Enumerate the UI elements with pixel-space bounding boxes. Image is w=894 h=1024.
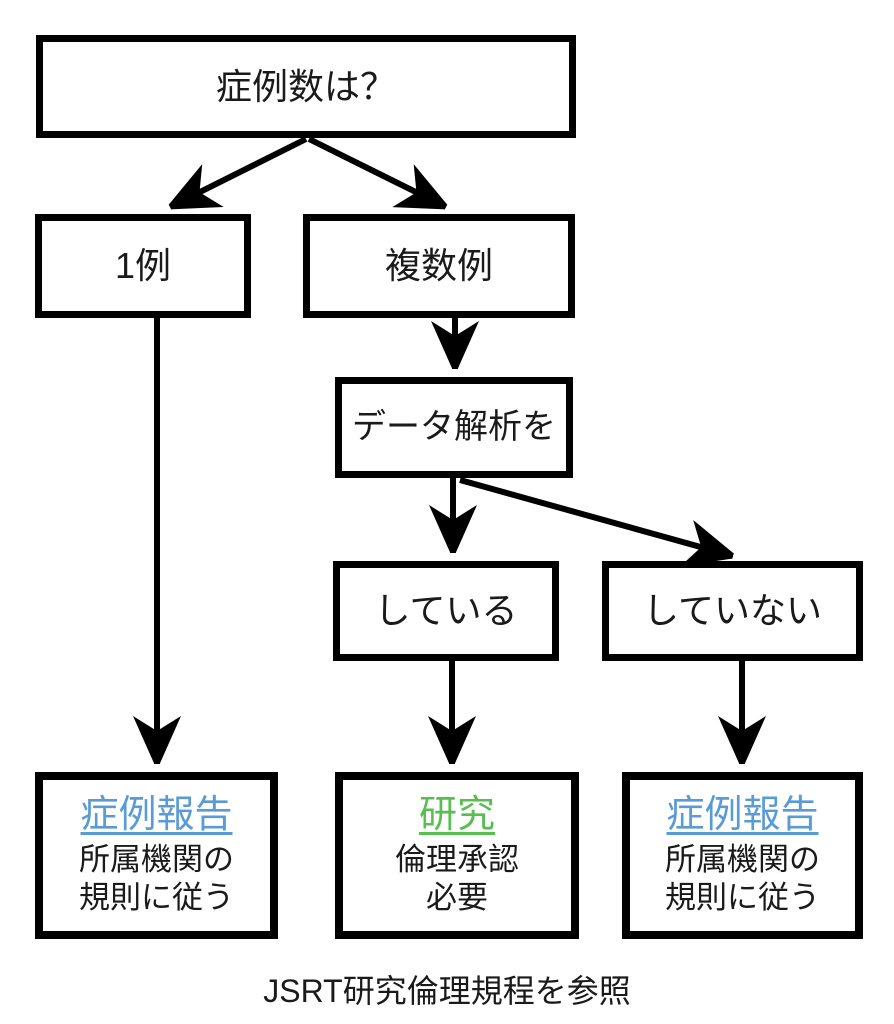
- node-label: している: [374, 590, 518, 632]
- footer-caption: JSRT研究倫理規程を参照: [263, 973, 631, 1009]
- node-not-doing-analysis: していない: [602, 561, 863, 661]
- node-one-case: 1例: [35, 214, 251, 318]
- arrow-question-to-multiple-cases: [307, 136, 446, 210]
- node-outcome-research: 研究 倫理承認 必要: [335, 772, 579, 939]
- arrow-question-to-one-case: [170, 136, 308, 210]
- node-outcome-case-report-left: 症例報告 所属機関の 規則に従う: [35, 772, 278, 939]
- arrow-analysis-to-not-doing: [459, 477, 733, 556]
- outcome-body-line: 所属機関の: [665, 841, 820, 877]
- node-multiple-cases: 複数例: [303, 214, 575, 318]
- outcome-title-research: 研究: [418, 793, 495, 836]
- outcome-body-line: 規則に従う: [79, 880, 234, 916]
- outcome-body-line: 所属機関の: [79, 841, 234, 877]
- outcome-title-case-report: 症例報告: [80, 793, 233, 836]
- outcome-body-line: 必要: [426, 880, 488, 916]
- node-label: データ解析を: [352, 407, 556, 446]
- node-label: 1例: [114, 245, 172, 287]
- node-data-analysis: データ解析を: [335, 377, 573, 478]
- node-label: 症例数は？: [215, 65, 396, 107]
- outcome-title-case-report: 症例報告: [666, 793, 819, 836]
- node-case-count-question: 症例数は？: [36, 35, 576, 138]
- node-doing-analysis: している: [333, 561, 559, 661]
- node-label: していない: [643, 590, 822, 632]
- outcome-body-line: 倫理承認: [395, 841, 519, 877]
- node-outcome-case-report-right: 症例報告 所属機関の 規則に従う: [622, 772, 863, 939]
- outcome-body-line: 規則に従う: [665, 880, 820, 916]
- node-label: 複数例: [384, 245, 493, 287]
